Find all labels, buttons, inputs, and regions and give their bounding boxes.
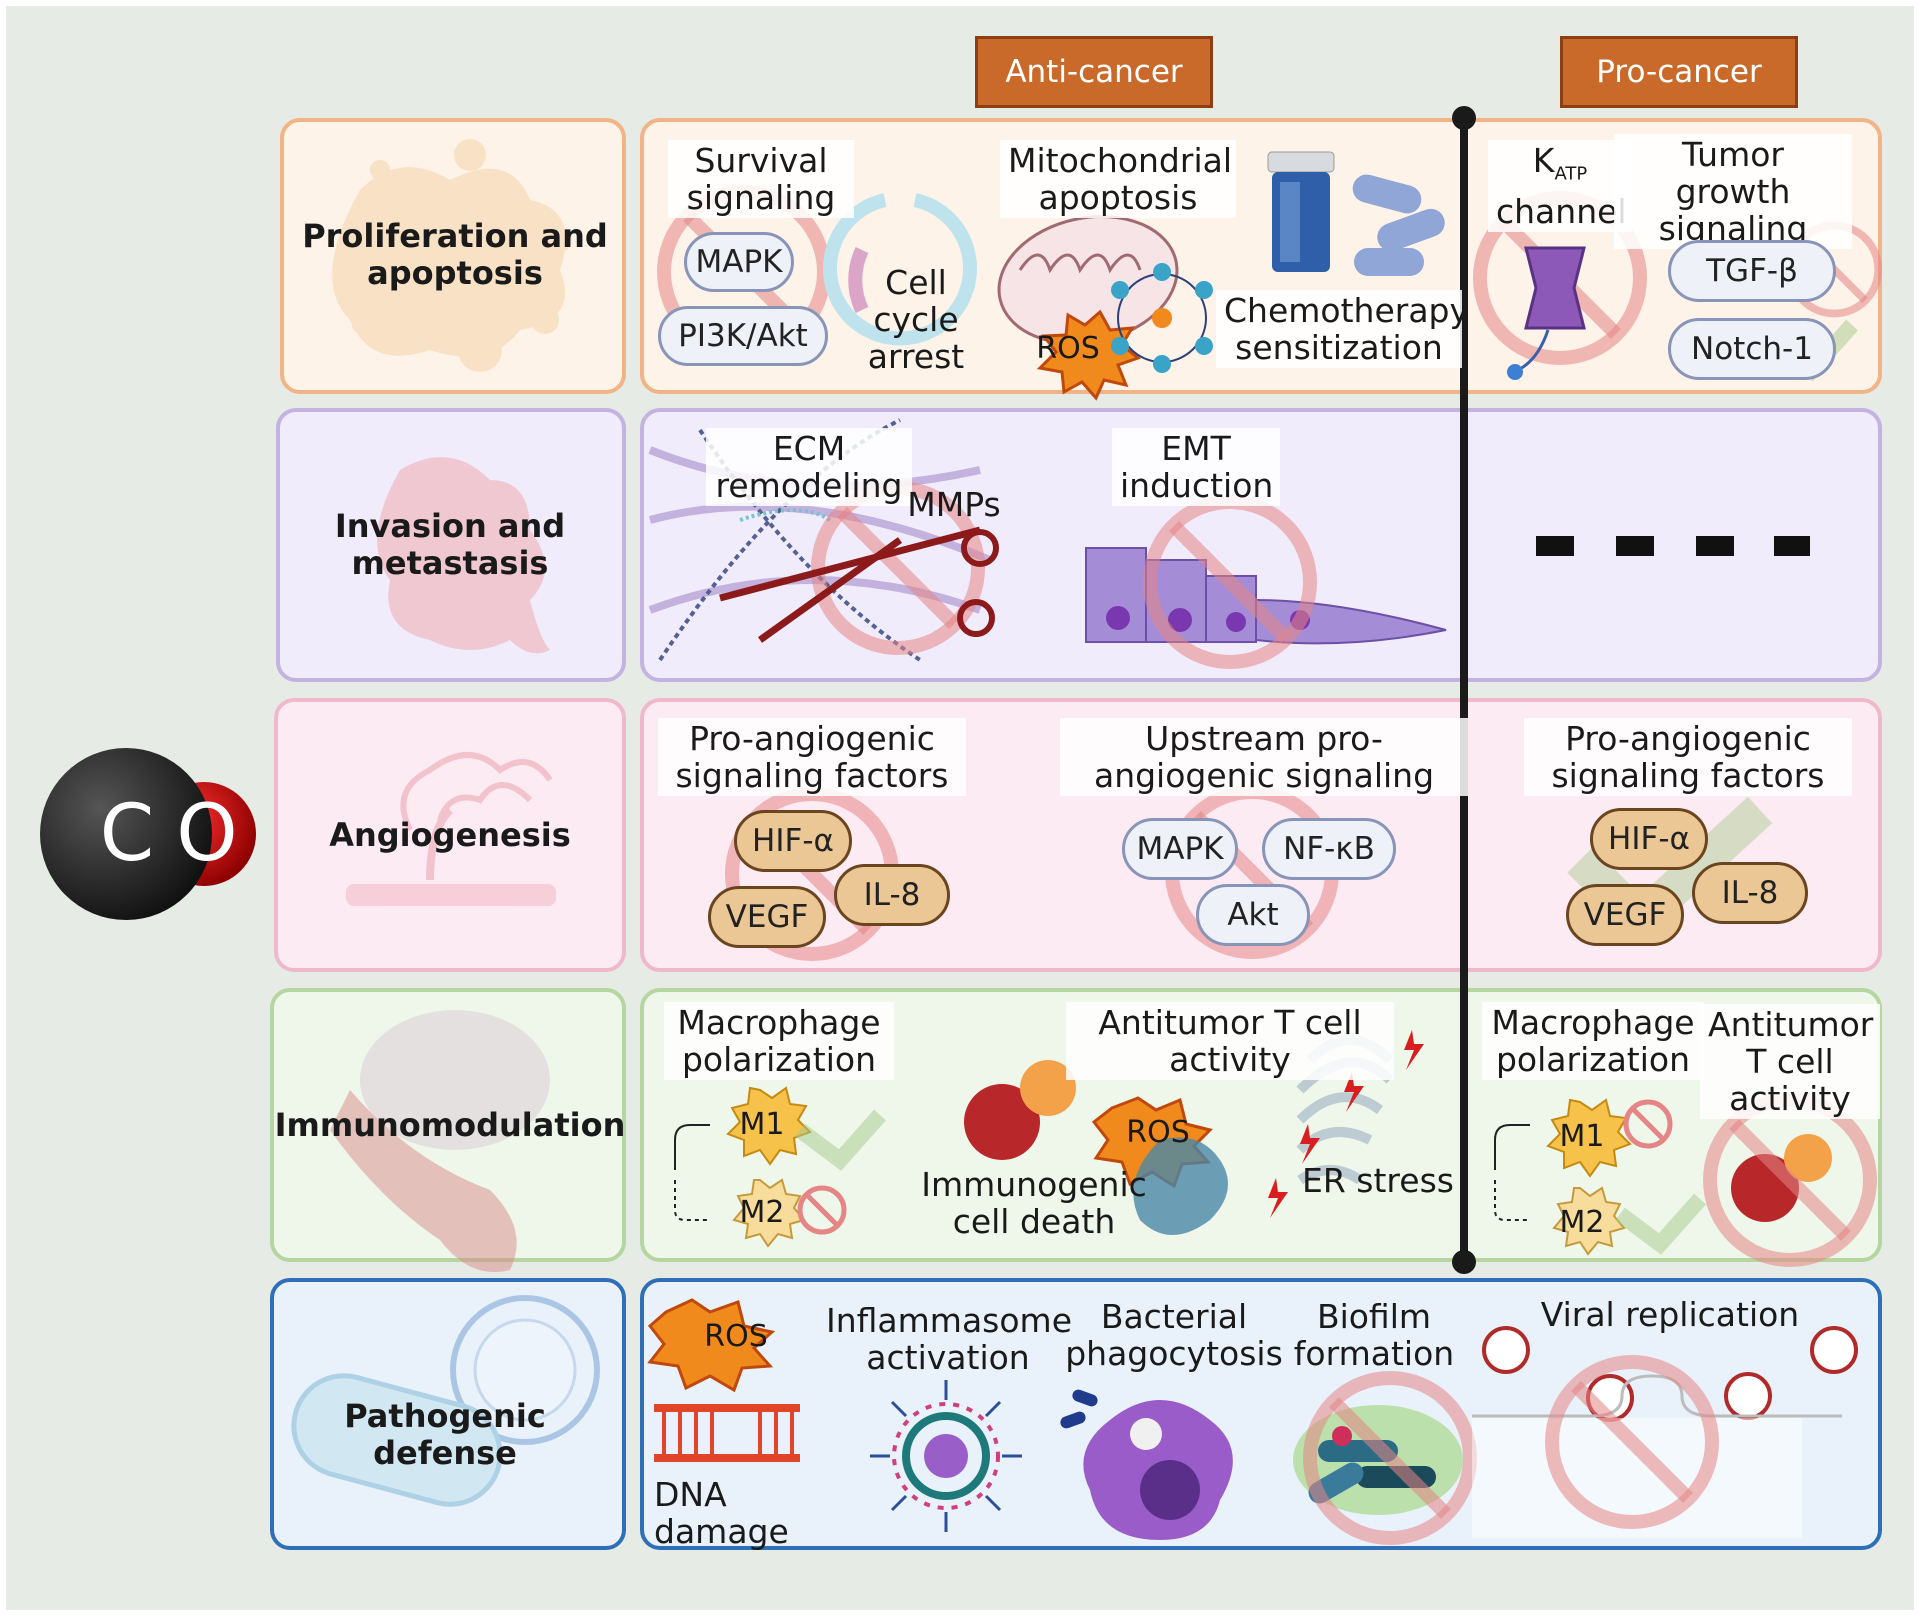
ros-burst [1036, 309, 1142, 401]
co-molecule [40, 748, 256, 920]
cells-illustration [332, 139, 572, 372]
pill-bottle-icon [1267, 151, 1335, 272]
label-ros-2: ROS [1126, 1115, 1190, 1150]
katp-k: K [1532, 141, 1555, 180]
label-dna-damage: DNA damage [654, 1475, 789, 1551]
label-emt-induction: EMT induction [1112, 428, 1280, 506]
m1-macrophage-icon [726, 1086, 812, 1166]
dash-1 [1536, 536, 1574, 556]
carbon-label: C [99, 789, 155, 879]
pill-akt: Akt [1196, 884, 1310, 946]
check-icon-m1 [795, 1109, 886, 1171]
label-m2: M2 [739, 1195, 785, 1230]
label-m1: M1 [739, 1107, 785, 1142]
katp-channel-icon [1507, 246, 1586, 380]
badge-pro-il-8: IL-8 [1692, 862, 1808, 924]
pill-notch-1: Notch-1 [1668, 318, 1836, 380]
row-label-immunomodulation: Immunomodulation [274, 1105, 626, 1144]
label-bacterial-phagocytosis: Bacterial phagocytosis [1065, 1297, 1283, 1373]
divider-bottom-dot [1452, 1250, 1476, 1274]
row-label-pathogen: Pathogenic defense [344, 1397, 546, 1472]
t-cell-icon [964, 1060, 1076, 1160]
label-mmps: MMPs [907, 485, 1001, 524]
label-upstream-signaling: Upstream pro-angiogenic signaling [1060, 718, 1468, 796]
katp-subscript: ATP [1554, 163, 1588, 185]
row-label-proliferation: Proliferation and apoptosis [302, 217, 608, 292]
badge-pro-hif-alpha: HIF-α [1590, 808, 1708, 870]
dna-icon [654, 1404, 800, 1462]
label-viral-replication: Viral replication [1540, 1295, 1800, 1334]
pill-pi3k-akt: PI3K/Akt [658, 306, 828, 366]
badge-il-8: IL-8 [834, 864, 950, 926]
label-biofilm: Biofilm formation [1293, 1297, 1455, 1373]
header-pro-cancer: Pro-cancer [1560, 36, 1798, 108]
label-mitochondrial-apoptosis: Mitochondrial apoptosis [1000, 140, 1236, 218]
label-ecm-remodeling: ECM remodeling [706, 428, 912, 506]
row-label-angiogenesis: Angiogenesis [329, 815, 571, 854]
nanoparticle-icon [1111, 263, 1213, 373]
inflammasome-icon [870, 1380, 1022, 1532]
badge-vegf: VEGF [708, 886, 826, 948]
pill-tgf-beta: TGF-β [1668, 240, 1836, 302]
label-ros-3: ROS [704, 1319, 768, 1354]
macrophage-icon [1083, 1400, 1233, 1540]
label-cell-cycle-arrest: Cell cycle arrest [867, 263, 965, 376]
lightning-icons [1268, 1030, 1424, 1218]
capsules-icon [1352, 174, 1445, 276]
label-pro-factors-pro-cancer: Pro-angiogenic signaling factors [1524, 718, 1852, 796]
dash-4 [1774, 536, 1810, 556]
label-katp-channel: KATP channel [1488, 140, 1632, 232]
pill-mapk: MAPK [684, 232, 794, 292]
cell-cycle-icon [823, 193, 977, 346]
label-macrophage-polarization: Macrophage polarization [664, 1002, 894, 1080]
vessel-illustration [346, 752, 556, 906]
check-icon-pro-m2 [1615, 1193, 1706, 1255]
label-ros-1: ROS [1036, 331, 1100, 366]
scissors-icon [719, 526, 999, 643]
dash-2 [1616, 536, 1654, 556]
label-pro-angiogenic-factors: Pro-angiogenic signaling factors [658, 718, 966, 796]
no-icon-pro-m1 [1623, 1099, 1673, 1149]
divider-top-dot [1452, 106, 1476, 130]
label-pro-m2: M2 [1559, 1205, 1605, 1240]
label-immunogenic-cell-death: Immunogenic cell death [921, 1165, 1147, 1241]
arrow-pro-polarization [1494, 1124, 1530, 1221]
dash-3 [1696, 536, 1734, 556]
pro-m1-icon [1546, 1098, 1632, 1178]
label-er-stress: ER stress [1302, 1161, 1454, 1200]
arrow-polarization [674, 1124, 710, 1221]
bacteria-icon [1060, 1389, 1098, 1429]
katp-channel-word: channel [1496, 191, 1627, 231]
dying-cell-icon [1133, 1137, 1228, 1235]
pill-mapk-angio: MAPK [1122, 818, 1238, 880]
pathogen-illustration [291, 1295, 600, 1507]
badge-hif-alpha: HIF-α [734, 810, 852, 872]
pill-nf-kb: NF-κB [1262, 818, 1396, 880]
header-anti-cancer: Anti-cancer [975, 36, 1213, 108]
label-tumor-growth: Tumor growth signaling [1614, 134, 1852, 249]
label-chemotherapy: Chemotherapy sensitization [1216, 290, 1469, 368]
no-icon-m2 [797, 1185, 847, 1235]
badge-pro-vegf: VEGF [1566, 884, 1684, 946]
label-antitumor-t-cell: Antitumor T cell activity [1066, 1002, 1394, 1080]
row-label-invasion: Invasion and metastasis [334, 507, 566, 582]
tumor-illustration [330, 1010, 550, 1272]
ros-burst-pathogen [647, 1298, 776, 1393]
m2-macrophage-icon [732, 1178, 806, 1248]
label-survival-signaling: Survival signaling [668, 140, 854, 218]
metastasis-illustration [377, 457, 550, 654]
label-pro-macrophage-polarization: Macrophage polarization [1482, 1002, 1704, 1080]
label-pro-antitumor-t-cell: Antitumor T cell activity [1700, 1004, 1880, 1119]
oxygen-label: O [176, 789, 238, 879]
pro-m2-icon [1552, 1186, 1626, 1256]
label-pro-m1: M1 [1559, 1119, 1605, 1154]
label-inflammasome: Inflammasome activation [826, 1301, 1073, 1377]
